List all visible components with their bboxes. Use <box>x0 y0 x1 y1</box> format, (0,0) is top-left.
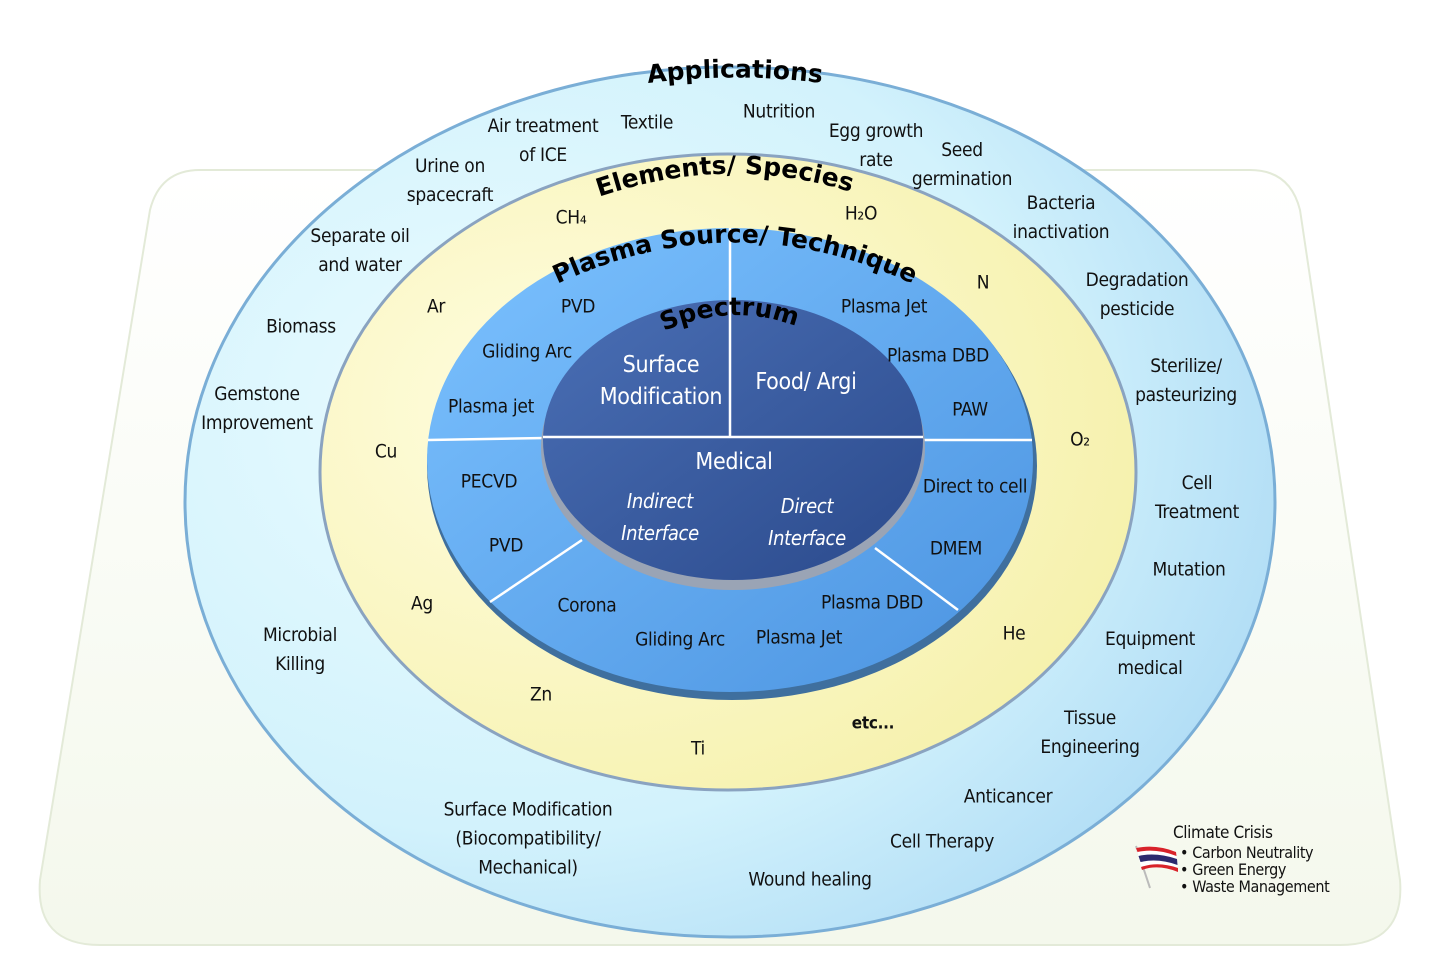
application-label: Textile <box>620 111 674 134</box>
application-label: Gemstone Improvement <box>201 383 313 434</box>
plasma-source-label: Corona <box>557 594 617 617</box>
plasma-source-label: Plasma Jet <box>840 295 928 318</box>
application-label: Mutation <box>1152 558 1226 581</box>
plasma-source-label: Direct to cell <box>922 475 1028 498</box>
spectrum-dividers <box>543 300 923 439</box>
plasma-source-label: PECVD <box>460 470 518 493</box>
application-label: Biomass <box>266 315 336 338</box>
legend-item: Waste Management <box>1180 878 1329 895</box>
plasma-source-label: Gliding Arc <box>482 340 572 363</box>
spectrum-food-agri: Food/ Argi <box>755 369 857 395</box>
element-label: CH₄ <box>555 206 587 229</box>
spectrum-medical: Medical <box>695 449 773 475</box>
plasma-source-label: PVD <box>560 295 596 318</box>
element-label: Ti <box>690 737 706 760</box>
plasma-source-label: Plasma DBD <box>820 591 924 614</box>
plasma-source-label: Gliding Arc <box>635 628 725 651</box>
plasma-source-label: PVD <box>488 534 524 557</box>
spectrum-indirect-interface: Indirect Interface <box>621 489 699 545</box>
application-label: Microbial Killing <box>262 624 338 675</box>
legend-item: Green Energy <box>1180 861 1329 878</box>
spectrum-direct-interface: Direct Interface <box>768 494 846 550</box>
application-label: Nutrition <box>742 100 816 123</box>
element-label: He <box>1002 622 1026 645</box>
application-label: Wound healing <box>748 868 872 891</box>
element-label: O₂ <box>1070 428 1090 451</box>
element-label: N <box>976 271 990 294</box>
legend-title: Climate Crisis <box>1173 823 1273 843</box>
application-label: Degradation pesticide <box>1085 269 1189 320</box>
legend: Climate Crisis Carbon Neutrality Green E… <box>1130 823 1330 896</box>
application-label: Bacteria inactivation <box>1012 192 1110 243</box>
application-label: Air treatment of ICE <box>487 115 599 166</box>
element-label: Zn <box>530 683 552 706</box>
application-label: Cell Therapy <box>889 830 995 853</box>
thai-flag-icon <box>1135 845 1178 889</box>
spectrum-core <box>543 300 923 580</box>
element-label: H₂O <box>844 202 878 225</box>
application-label: Cell Treatment <box>1155 472 1239 523</box>
application-label: Urine on spacecraft <box>406 155 494 206</box>
element-label: Ag <box>411 592 433 615</box>
application-label: Equipment medical <box>1104 628 1196 679</box>
plasma-source-label: DMEM <box>929 537 983 560</box>
application-label: Tissue Engineering <box>1040 707 1140 758</box>
plasma-source-label: PAW <box>952 398 988 421</box>
plasma-source-label: Plasma Jet <box>755 626 843 649</box>
plasma-source-label: Plasma jet <box>448 395 534 418</box>
element-label: Cu <box>374 440 398 463</box>
spectrum-surface-modification: Surface Modification <box>599 352 723 410</box>
application-label: Separate oil and water <box>310 225 410 276</box>
element-label: etc... <box>851 713 895 734</box>
plasma-source-label: Plasma DBD <box>886 344 990 367</box>
application-label: Sterilize/ pasteurizing <box>1135 355 1237 406</box>
application-label: Surface Modification (Biocompatibility/ … <box>443 798 613 879</box>
legend-item: Carbon Neutrality <box>1180 844 1329 861</box>
application-label: Anticancer <box>963 785 1053 808</box>
application-label: Seed germination <box>911 139 1013 190</box>
element-label: Ar <box>426 295 446 318</box>
application-label: Egg growth rate <box>828 120 924 171</box>
